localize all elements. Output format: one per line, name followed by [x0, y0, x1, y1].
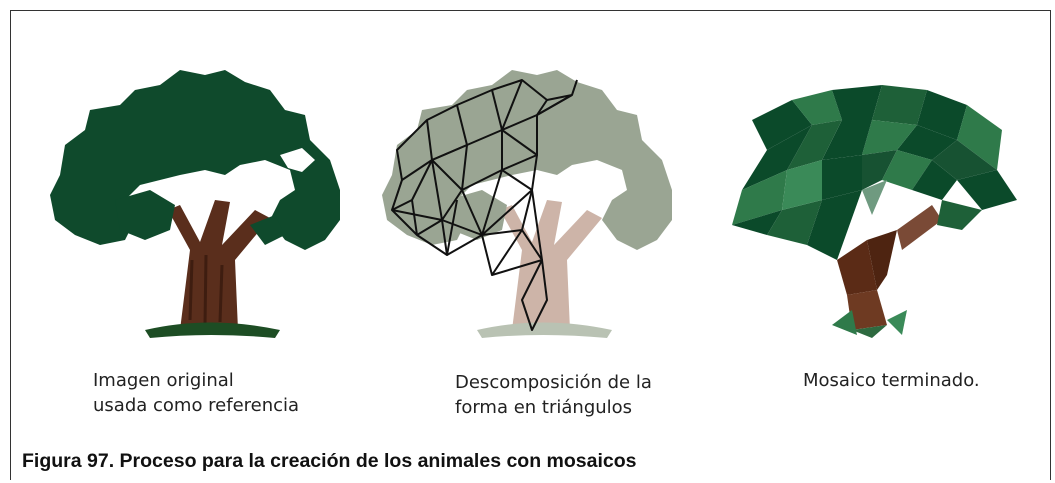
- triangle-decomposition-caption: Descomposición de la forma en triángulos: [455, 370, 652, 420]
- original-tree-image: [40, 60, 360, 350]
- caption-line: Imagen original: [93, 370, 234, 391]
- original-image-caption: Imagen original usada como referencia: [93, 368, 299, 418]
- figure-caption: Figura 97. Proceso para la creación de l…: [22, 450, 637, 472]
- mosaic-illustration: [732, 85, 1017, 338]
- caption-line: forma en triángulos: [455, 397, 633, 418]
- mosaic-caption: Mosaico terminado.: [803, 368, 980, 393]
- mosaic-trunk: [812, 205, 942, 338]
- faded-trunk: [500, 200, 602, 330]
- triangle-mesh: [391, 79, 578, 331]
- tree-trunk: [168, 200, 270, 330]
- tree-illustration: [50, 70, 340, 338]
- mosaic-tree-image: [712, 60, 1032, 350]
- mosaic-foliage: [732, 85, 1017, 260]
- triangle-mesh-illustration: [382, 70, 672, 338]
- caption-line: usada como referencia: [93, 395, 300, 416]
- grass-base: [145, 322, 280, 338]
- caption-line: Mosaico terminado.: [803, 370, 980, 391]
- caption-line: Descomposición de la: [455, 372, 652, 393]
- figure-frame: [10, 10, 1051, 480]
- triangle-decomposition-image: [372, 60, 692, 350]
